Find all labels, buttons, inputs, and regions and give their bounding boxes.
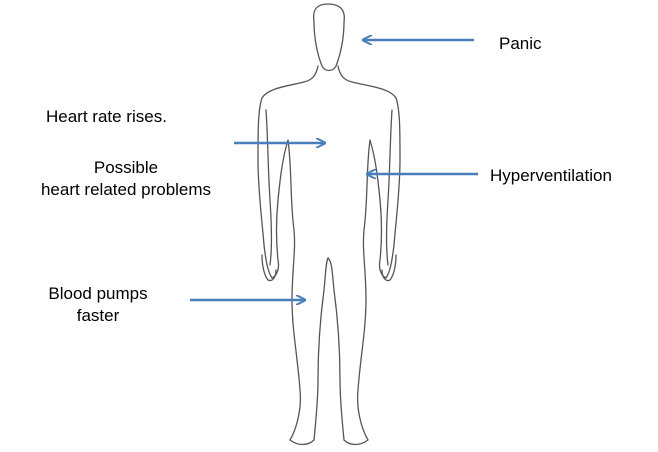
head-outline [314,4,345,71]
body-right-outline [328,66,400,445]
label-blood-pumps: Blood pumps faster [28,283,168,327]
heart-problems-line1: Possible [10,157,242,179]
label-heart-problems: Possible heart related problems [10,157,242,201]
label-panic: Panic [499,33,542,55]
body-outline [258,4,400,445]
label-heart-rate: Heart rate rises. [46,106,167,128]
body-left-outline [258,66,328,445]
heart-rate-text: Heart rate rises. [46,107,167,126]
left-arm-inner [266,110,272,265]
hyperventilation-text: Hyperventilation [490,166,612,185]
blood-pumps-line2: faster [28,305,168,327]
panic-text: Panic [499,34,542,53]
heart-problems-line2: heart related problems [10,179,242,201]
blood-pumps-line1: Blood pumps [28,283,168,305]
right-arm-inner [387,110,393,265]
label-hyperventilation: Hyperventilation [490,165,612,187]
